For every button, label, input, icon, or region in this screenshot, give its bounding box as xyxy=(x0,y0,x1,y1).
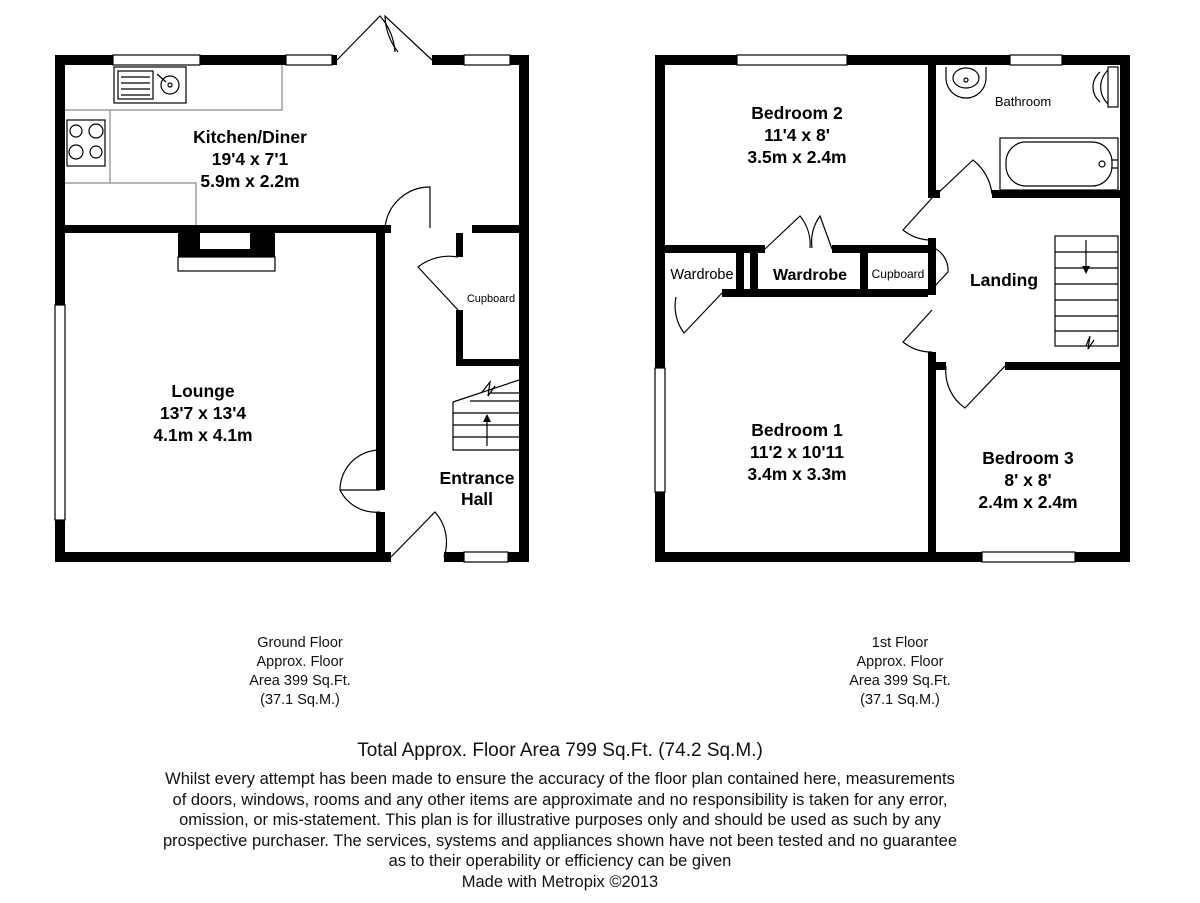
floor-plan: Kitchen/Diner 19'4 x 7'1 5.9m x 2.2m Lou… xyxy=(54,14,1130,563)
kitchen-metric: 5.9m x 2.2m xyxy=(200,171,299,191)
ground-cupboard-label: Cupboard xyxy=(467,293,515,305)
total-floor-area: Total Approx. Floor Area 799 Sq.Ft. (74.… xyxy=(357,740,763,761)
landing-label: Landing xyxy=(970,270,1038,290)
ground-floor-plan xyxy=(54,14,529,563)
ground-info-line: (37.1 Sq.M.) xyxy=(260,692,340,708)
disclaimer-line: prospective purchaser. The services, sys… xyxy=(162,831,958,850)
kitchen-name: Kitchen/Diner xyxy=(193,127,307,147)
ground-info-line: Area 399 Sq.Ft. xyxy=(249,673,351,689)
disclaimer-line: omission, or mis-statement. This plan is… xyxy=(179,811,941,829)
entrance-line2: Hall xyxy=(461,489,493,509)
disclaimer-line: Whilst every attempt has been made to en… xyxy=(165,770,955,788)
ground-floor-info: Ground Floor Approx. Floor Area 399 Sq.F… xyxy=(170,634,430,710)
bedroom-1-metric: 3.4m x 3.3m xyxy=(747,464,846,484)
lounge-metric: 4.1m x 4.1m xyxy=(153,425,252,445)
kitchen-diner-label: Kitchen/Diner 19'4 x 7'1 5.9m x 2.2m xyxy=(193,127,307,191)
bedroom-3-metric: 2.4m x 2.4m xyxy=(978,492,1077,512)
disclaimer: Whilst every attempt has been made to en… xyxy=(60,769,1060,892)
lounge-imperial: 13'7 x 13'4 xyxy=(160,403,246,423)
bedroom-3-name: Bedroom 3 xyxy=(982,448,1074,468)
first-info-line: (37.1 Sq.M.) xyxy=(860,692,940,708)
first-floor-info: 1st Floor Approx. Floor Area 399 Sq.Ft. … xyxy=(770,634,1030,710)
bedroom-2-metric: 3.5m x 2.4m xyxy=(747,147,846,167)
first-info-line: Area 399 Sq.Ft. xyxy=(849,673,951,689)
bedroom-2-name: Bedroom 2 xyxy=(751,103,843,123)
entrance-hall-label: Entrance Hall xyxy=(440,468,515,509)
bedroom-3-imperial: 8' x 8' xyxy=(1004,470,1051,490)
entrance-line1: Entrance xyxy=(440,468,515,488)
first-info-line: Approx. Floor xyxy=(856,654,944,670)
ground-info-line: Approx. Floor xyxy=(256,654,344,670)
bedroom-1-label: Bedroom 1 11'2 x 10'11 3.4m x 3.3m xyxy=(747,420,846,484)
kitchen-imperial: 19'4 x 7'1 xyxy=(212,149,289,169)
bedroom-3-label: Bedroom 3 8' x 8' 2.4m x 2.4m xyxy=(978,448,1077,512)
lounge-name: Lounge xyxy=(171,381,234,401)
wardrobe-large-label: Wardrobe xyxy=(773,267,847,284)
bathroom-label: Bathroom xyxy=(995,94,1051,109)
bedroom-2-imperial: 11'4 x 8' xyxy=(764,125,830,145)
bedroom-1-name: Bedroom 1 xyxy=(751,420,843,440)
first-info-line: 1st Floor xyxy=(871,635,929,651)
ground-info-line: Ground Floor xyxy=(257,635,343,651)
disclaimer-line: of doors, windows, rooms and any other i… xyxy=(172,790,948,809)
bedroom-2-label: Bedroom 2 11'4 x 8' 3.5m x 2.4m xyxy=(747,103,846,167)
first-floor-plan xyxy=(654,54,1130,563)
disclaimer-line: as to their operability or efficiency ca… xyxy=(388,852,732,870)
metropix-credit: Made with Metropix ©2013 xyxy=(461,872,659,891)
first-cupboard-label: Cupboard xyxy=(872,267,925,281)
wardrobe-small-label: Wardrobe xyxy=(670,267,733,283)
lounge-label: Lounge 13'7 x 13'4 4.1m x 4.1m xyxy=(153,381,252,445)
bedroom-1-imperial: 11'2 x 10'11 xyxy=(750,442,844,462)
